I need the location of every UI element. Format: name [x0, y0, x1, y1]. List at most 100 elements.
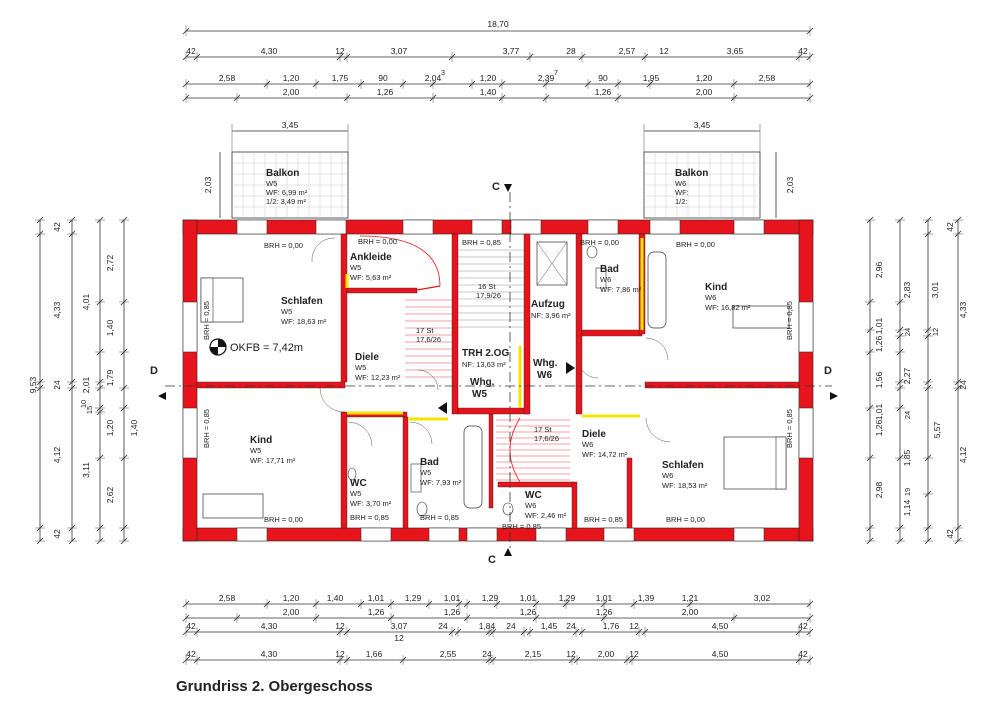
svg-text:1/2: 3,49 m²: 1/2: 3,49 m²: [266, 197, 307, 206]
svg-text:12: 12: [629, 649, 639, 659]
room-diele-w6: Diele W6 WF: 14,72 m²: [582, 429, 628, 459]
svg-text:BRH = 0,00: BRH = 0,00: [264, 515, 303, 524]
svg-text:1,40: 1,40: [105, 319, 115, 336]
svg-text:1,26: 1,26: [874, 419, 884, 436]
dim-top-total: 18,70: [487, 19, 509, 29]
svg-text:1,29: 1,29: [559, 593, 576, 603]
dim-bottom-row2: 2,00 1,26 1,26 1,26 1,26 2,00: [283, 607, 699, 617]
elevator-shaft: [536, 241, 568, 286]
svg-text:Ankleide: Ankleide: [350, 252, 392, 263]
svg-text:7: 7: [554, 68, 558, 77]
room-bad-w6: Bad W6 WF: 7,86 m²: [600, 264, 642, 294]
dim-top-row2: 42 4,30 12 3,07 3,77 28 2,57 12 3,65 42: [186, 46, 808, 56]
svg-text:BRH = 0,00: BRH = 0,00: [676, 240, 715, 249]
svg-text:42: 42: [798, 621, 808, 631]
svg-text:24: 24: [438, 621, 448, 631]
svg-text:TRH 2.OG: TRH 2.OG: [462, 348, 509, 359]
dim-right-mid: 3,01 12 2,27 1,85 19 1,14: [902, 281, 940, 516]
door-swings: [311, 237, 671, 447]
svg-text:1,56: 1,56: [874, 371, 884, 388]
svg-text:WC: WC: [350, 478, 367, 489]
right-dimension-chains: [865, 216, 963, 545]
svg-text:W6: W6: [705, 293, 716, 302]
svg-text:1,20: 1,20: [283, 73, 300, 83]
entry-arrows: [438, 362, 575, 414]
svg-text:W5: W5: [266, 179, 277, 188]
svg-text:Diele: Diele: [582, 429, 606, 440]
svg-text:1,20: 1,20: [105, 419, 115, 436]
room-schlafen-w5: Schlafen W5 WF: 18,63 m²: [281, 296, 327, 326]
svg-text:2,72: 2,72: [105, 254, 115, 271]
svg-text:2,83: 2,83: [902, 281, 912, 298]
svg-text:1,26: 1,26: [368, 607, 385, 617]
svg-text:42: 42: [798, 649, 808, 659]
svg-text:4,33: 4,33: [52, 301, 62, 318]
stairs-trh: [359, 235, 570, 483]
dim-bottom-row3: 42 4,30 12 3,07 24 1,84 24 1,45 24 1,76 …: [186, 621, 808, 643]
svg-text:42: 42: [52, 222, 62, 232]
room-wc-w6: WC W6 WF: 2,46 m²: [525, 490, 567, 520]
svg-text:9,53: 9,53: [28, 376, 38, 393]
svg-text:16 St: 16 St: [478, 282, 496, 291]
svg-text:2,04: 2,04: [425, 73, 442, 83]
svg-text:2,00: 2,00: [598, 649, 615, 659]
svg-text:Bad: Bad: [600, 264, 619, 275]
svg-text:19: 19: [903, 488, 912, 496]
room-balkon-w6: Balkon W6 WF: 1/2:: [675, 168, 708, 206]
svg-text:BRH = 0,85: BRH = 0,85: [420, 513, 459, 522]
svg-text:1/2:: 1/2:: [675, 197, 688, 206]
svg-text:24: 24: [482, 649, 492, 659]
svg-text:4,50: 4,50: [712, 649, 729, 659]
svg-text:1,29: 1,29: [482, 593, 499, 603]
svg-text:3,01: 3,01: [930, 281, 940, 298]
svg-text:1,79: 1,79: [105, 369, 115, 386]
svg-text:WF: 6,99 m²: WF: 6,99 m²: [266, 188, 308, 197]
dim-balcony-width-w6: 3,45: [694, 120, 711, 130]
room-kind-w6: Kind W6 WF: 16,82 m²: [705, 282, 751, 312]
section-marker-c-bottom: C: [488, 554, 496, 566]
plan-caption: Grundriss 2. Obergeschoss: [176, 678, 373, 695]
svg-text:1,26: 1,26: [595, 87, 612, 97]
room-diele-w5: Diele W5 WF: 12,23 m²: [355, 352, 401, 382]
svg-text:42: 42: [186, 46, 196, 56]
svg-text:2,55: 2,55: [440, 649, 457, 659]
svg-text:WF: 14,72 m²: WF: 14,72 m²: [582, 450, 628, 459]
svg-text:W5: W5: [420, 468, 431, 477]
room-balkon-w5: Balkon W5 WF: 6,99 m² 1/2: 3,49 m²: [266, 168, 308, 206]
svg-text:1,45: 1,45: [541, 621, 558, 631]
svg-text:BRH = 0,85: BRH = 0,85: [202, 409, 211, 448]
svg-text:12: 12: [335, 621, 345, 631]
dim-balcony-depth-w5: 2,03: [203, 176, 213, 193]
svg-text:Kind: Kind: [250, 435, 272, 446]
svg-text:2,39: 2,39: [538, 73, 555, 83]
svg-text:2,00: 2,00: [283, 87, 300, 97]
stair-label-2: 17 St 17,6/26: [416, 326, 441, 344]
section-marker-d-left: D: [150, 365, 158, 377]
svg-text:90: 90: [598, 73, 608, 83]
svg-text:42: 42: [945, 222, 955, 232]
svg-text:BRH = 0,85: BRH = 0,85: [502, 522, 541, 531]
svg-text:1,20: 1,20: [480, 73, 497, 83]
svg-text:1,21: 1,21: [682, 593, 699, 603]
svg-text:1,29: 1,29: [405, 593, 422, 603]
dim-top-row3: 2,58 1,20 1,75 90 2,04 3 1,20 2,39 7 90 …: [219, 68, 776, 83]
svg-text:NF: 13,63 m²: NF: 13,63 m²: [462, 360, 506, 369]
svg-text:5,57: 5,57: [932, 421, 942, 438]
svg-text:15: 15: [85, 406, 94, 414]
svg-text:WF: 12,23 m²: WF: 12,23 m²: [355, 373, 401, 382]
svg-text:42: 42: [798, 46, 808, 56]
svg-text:WF: 18,63 m²: WF: 18,63 m²: [281, 317, 327, 326]
svg-text:W5: W5: [350, 263, 361, 272]
svg-text:W5: W5: [250, 446, 261, 455]
svg-text:24: 24: [566, 621, 576, 631]
room-kind-w5: Kind W5 WF: 17,71 m²: [250, 435, 296, 465]
svg-text:2,62: 2,62: [105, 486, 115, 503]
svg-text:2,01: 2,01: [81, 376, 91, 393]
svg-text:1,39: 1,39: [638, 593, 655, 603]
svg-text:BRH = 0,00: BRH = 0,00: [580, 238, 619, 247]
svg-text:W6: W6: [675, 179, 686, 188]
bath-fixtures: [347, 245, 667, 517]
svg-text:4,30: 4,30: [261, 46, 278, 56]
svg-text:WF: 7,86 m²: WF: 7,86 m²: [600, 285, 642, 294]
